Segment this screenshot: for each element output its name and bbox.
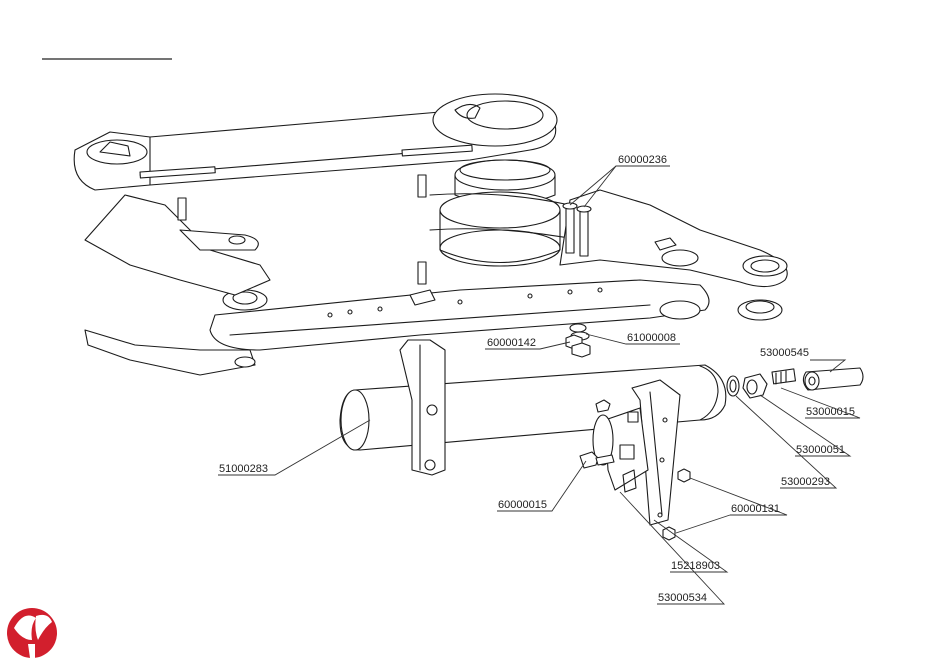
upper-arm-assembly [74, 94, 787, 375]
label-53000293: 53000293 [781, 476, 830, 488]
label-15218903: 15218903 [671, 560, 720, 572]
label-60000015: 60000015 [498, 499, 547, 511]
label-60000236: 60000236 [618, 154, 667, 166]
label-60000142: 60000142 [487, 337, 536, 349]
label-61000008: 61000008 [627, 332, 676, 344]
label-53000051: 53000051 [796, 444, 845, 456]
label-53000015: 53000015 [806, 406, 855, 418]
label-53000534: 53000534 [658, 592, 707, 604]
label-53000545: 53000545 [760, 347, 809, 359]
label-51000283: 51000283 [219, 463, 268, 475]
bird-leaf-logo-icon [7, 608, 57, 658]
label-60000131: 60000131 [731, 503, 780, 515]
